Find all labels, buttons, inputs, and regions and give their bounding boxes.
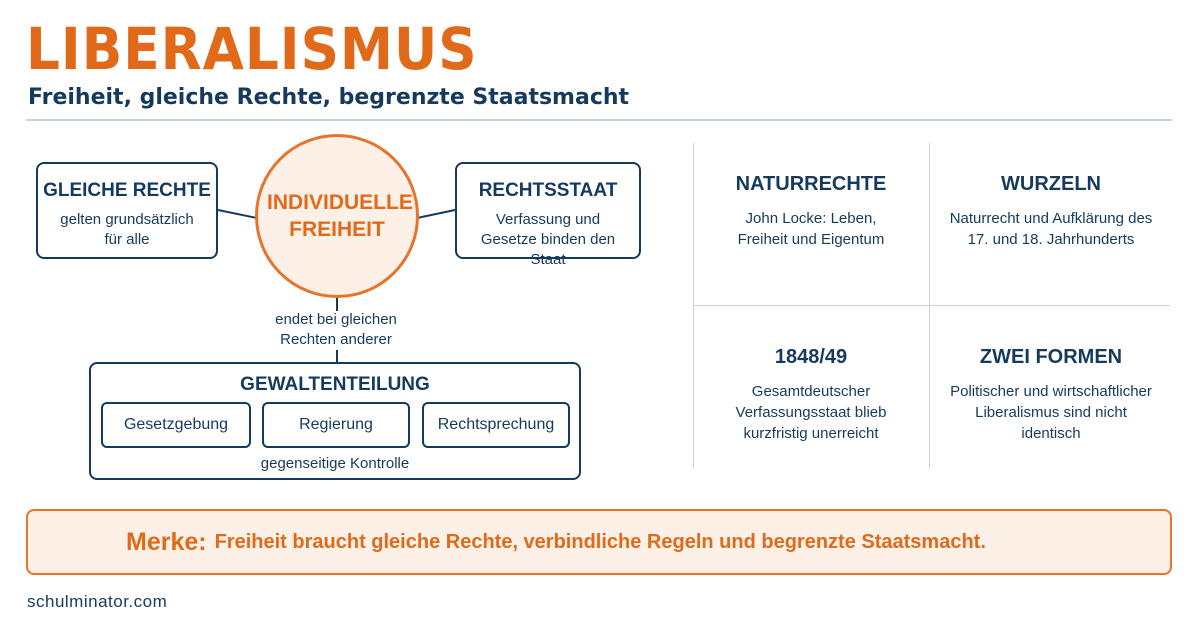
fact-text: John Locke: Leben, Freiheit und Eigentum xyxy=(737,210,885,248)
fact-text: Naturrecht und Aufklärung des 17. und 18… xyxy=(949,210,1153,248)
fact-zwei-formen: ZWEI FORMEN Politischer und wirtschaftli… xyxy=(933,346,1169,444)
facts-divider-horizontal xyxy=(693,305,1170,306)
fact-wurzeln: WURZELN Naturrecht und Aufklärung des 17… xyxy=(933,173,1169,250)
rechtsstaat-box: RECHTSSTAAT Verfassung und Gesetze binde… xyxy=(455,162,641,268)
fact-naturrechte: NATURRECHTE John Locke: Leben, Freiheit … xyxy=(693,173,929,250)
individuelle-freiheit-circle: INDIVIDUELLE FREIHEIT xyxy=(255,134,419,298)
footer-brand: schulminator.com xyxy=(27,592,168,611)
gleiche-rechte-title: GLEICHE RECHTE xyxy=(43,180,211,201)
fact-text: Gesamtdeutscher Verfassungsstaat blieb k… xyxy=(735,383,887,442)
fact-text: Politischer und wirtschaftlicher Liberal… xyxy=(950,383,1152,442)
fact-title: 1848/49 xyxy=(774,346,848,368)
header-divider xyxy=(26,119,1172,121)
branch-gesetzgebung: Gesetzgebung xyxy=(101,402,251,448)
gleiche-rechte-box: GLEICHE RECHTE gelten grundsätzlich für … xyxy=(36,162,218,259)
fact-title: NATURRECHTE xyxy=(735,173,887,195)
gewaltenteilung-title: GEWALTENTEILUNG xyxy=(240,374,430,395)
page-subtitle: Freiheit, gleiche Rechte, begrenzte Staa… xyxy=(28,85,630,110)
fact-title: ZWEI FORMEN xyxy=(979,346,1123,368)
merke-label: Merke: xyxy=(126,527,207,556)
gewaltenteilung-box: GEWALTENTEILUNG Gesetzgebung Regierung R… xyxy=(89,362,581,480)
individuelle-freiheit-label: INDIVIDUELLE FREIHEIT xyxy=(267,191,413,241)
gleiche-rechte-text: gelten grundsätzlich für alle xyxy=(60,211,194,248)
page-title: LIBERALISMUS xyxy=(26,15,478,83)
rechtsstaat-text: Verfassung und Gesetze binden den Staat xyxy=(480,211,616,268)
merke-callout: Merke: Freiheit braucht gleiche Rechte, … xyxy=(26,509,1172,575)
rechtsstaat-title: RECHTSSTAAT xyxy=(478,180,618,201)
fact-1848-49: 1848/49 Gesamtdeutscher Verfassungsstaat… xyxy=(693,346,929,444)
link-label: endet bei gleichen Rechten anderer xyxy=(275,311,397,348)
branch-rechtsprechung: Rechtsprechung xyxy=(422,402,570,448)
gewaltenteilung-note: gegenseitige Kontrolle xyxy=(260,455,410,472)
fact-title: WURZELN xyxy=(1001,173,1101,195)
merke-text: Freiheit braucht gleiche Rechte, verbind… xyxy=(214,530,986,553)
connector-left xyxy=(217,209,258,219)
connector-right xyxy=(416,209,456,219)
branch-regierung: Regierung xyxy=(262,402,410,448)
